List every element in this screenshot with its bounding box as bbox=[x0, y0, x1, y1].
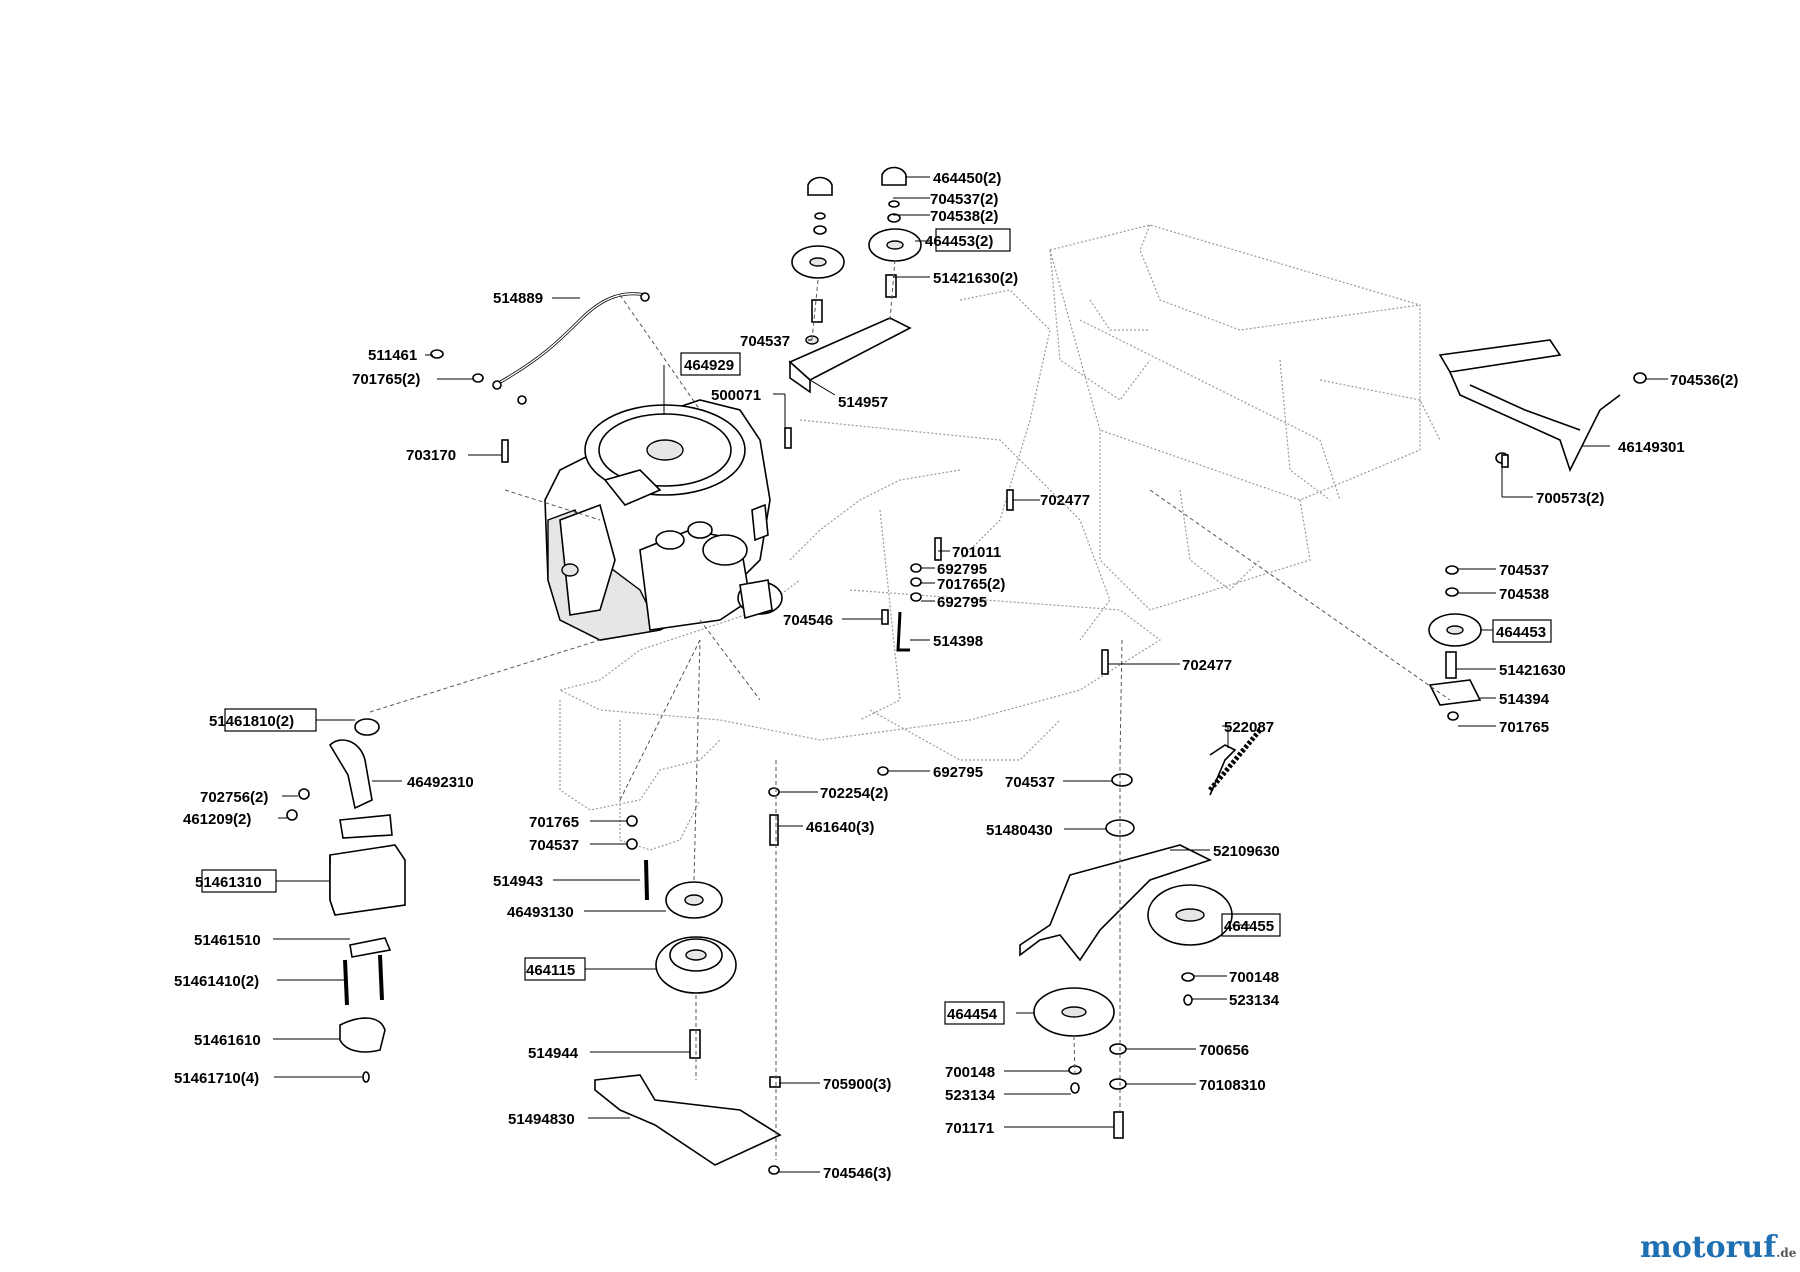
exhaust-muffler-assembly bbox=[286, 718, 406, 1083]
label-514394: 514394 bbox=[1499, 691, 1550, 708]
label-464455: 464455 bbox=[1224, 918, 1274, 935]
label-51461410-2: 51461410(2) bbox=[174, 973, 259, 990]
label-701011: 701011 bbox=[952, 544, 1001, 561]
label-701765-b: 701765 bbox=[529, 814, 579, 831]
motoruf-logo: motoruf.de bbox=[1640, 1230, 1796, 1265]
label-523134-a: 523134 bbox=[1229, 992, 1280, 1009]
label-464454: 464454 bbox=[947, 1006, 998, 1023]
label-704536-2: 704536(2) bbox=[1670, 372, 1738, 389]
label-522087: 522087 bbox=[1224, 719, 1274, 736]
label-705900-3: 705900(3) bbox=[823, 1076, 891, 1093]
label-523134-b: 523134 bbox=[945, 1087, 996, 1104]
assembly-lines bbox=[369, 259, 1451, 1160]
label-704546: 704546 bbox=[783, 612, 833, 629]
idler-pulley-assembly-top bbox=[788, 166, 922, 394]
label-701765-2-b: 701765(2) bbox=[937, 576, 1005, 593]
ground-cable bbox=[492, 292, 650, 390]
label-701765-a: 701765 bbox=[1499, 719, 1549, 736]
label-461640-3: 461640(3) bbox=[806, 819, 874, 836]
label-51461310: 51461310 bbox=[195, 874, 262, 891]
label-702756-2: 702756(2) bbox=[200, 789, 268, 806]
label-514398: 514398 bbox=[933, 633, 983, 650]
label-51480430: 51480430 bbox=[986, 822, 1053, 839]
label-701765-2: 701765(2) bbox=[352, 371, 420, 388]
label-46149301: 46149301 bbox=[1618, 439, 1685, 456]
engine-assembly bbox=[544, 399, 783, 641]
label-70108310: 70108310 bbox=[1199, 1077, 1266, 1094]
label-514957: 514957 bbox=[838, 394, 888, 411]
electric-clutch-assembly bbox=[594, 815, 782, 1175]
label-692795-b: 692795 bbox=[937, 594, 987, 611]
logo-text: motoruf bbox=[1640, 1230, 1777, 1265]
label-704546-3: 704546(3) bbox=[823, 1165, 891, 1182]
label-51461810-2: 51461810(2) bbox=[209, 713, 294, 730]
label-511461: 511461 bbox=[368, 347, 417, 364]
label-702477-a: 702477 bbox=[1040, 492, 1090, 509]
label-51461510: 51461510 bbox=[194, 932, 261, 949]
part-labels: 464450(2) 704537(2) 704538(2) 464453(2) … bbox=[174, 170, 1738, 1182]
label-500071: 500071 bbox=[711, 387, 761, 404]
label-700148-b: 700148 bbox=[945, 1064, 995, 1081]
label-464453-2: 464453(2) bbox=[925, 233, 993, 250]
label-700148-a: 700148 bbox=[1229, 969, 1279, 986]
label-704537-2: 704537(2) bbox=[930, 191, 998, 208]
label-703170: 703170 bbox=[406, 447, 456, 464]
label-46493130: 46493130 bbox=[507, 904, 574, 921]
label-514889: 514889 bbox=[493, 290, 543, 307]
label-700573-2: 700573(2) bbox=[1536, 490, 1604, 507]
fasteners bbox=[430, 349, 1509, 846]
label-704537-c: 704537 bbox=[529, 837, 579, 854]
label-704538: 704538 bbox=[1499, 586, 1549, 603]
label-51461710-4: 51461710(4) bbox=[174, 1070, 259, 1087]
label-464450-2: 464450(2) bbox=[933, 170, 1001, 187]
label-51494830: 51494830 bbox=[508, 1111, 575, 1128]
label-704537-a: 704537 bbox=[740, 333, 790, 350]
label-514943: 514943 bbox=[493, 873, 543, 890]
label-51421630-2: 51421630(2) bbox=[933, 270, 1018, 287]
label-692795-c: 692795 bbox=[933, 764, 983, 781]
label-boxes bbox=[201, 228, 1552, 1025]
leader-lines bbox=[273, 176, 1668, 1173]
label-46492310: 46492310 bbox=[407, 774, 474, 791]
label-464115: 464115 bbox=[526, 962, 575, 979]
label-700656: 700656 bbox=[1199, 1042, 1249, 1059]
right-idler-pulley bbox=[1428, 565, 1482, 721]
label-461209-2: 461209(2) bbox=[183, 811, 251, 828]
label-692795-a: 692795 bbox=[937, 561, 987, 578]
logo-domain: .de bbox=[1776, 1246, 1797, 1260]
label-52109630: 52109630 bbox=[1213, 843, 1280, 860]
label-702477-b: 702477 bbox=[1182, 657, 1232, 674]
label-704537-b: 704537 bbox=[1499, 562, 1549, 579]
tensioner-arm-assembly bbox=[1019, 728, 1262, 1139]
label-701171: 701171 bbox=[945, 1120, 994, 1137]
label-704538-2: 704538(2) bbox=[930, 208, 998, 225]
label-514944: 514944 bbox=[528, 1045, 579, 1062]
right-support-bracket bbox=[1438, 339, 1647, 473]
label-704537-d: 704537 bbox=[1005, 774, 1055, 791]
label-464929: 464929 bbox=[684, 357, 734, 374]
label-702254-2: 702254(2) bbox=[820, 785, 888, 802]
label-51461610: 51461610 bbox=[194, 1032, 261, 1049]
label-51421630: 51421630 bbox=[1499, 662, 1566, 679]
label-464453: 464453 bbox=[1496, 624, 1546, 641]
